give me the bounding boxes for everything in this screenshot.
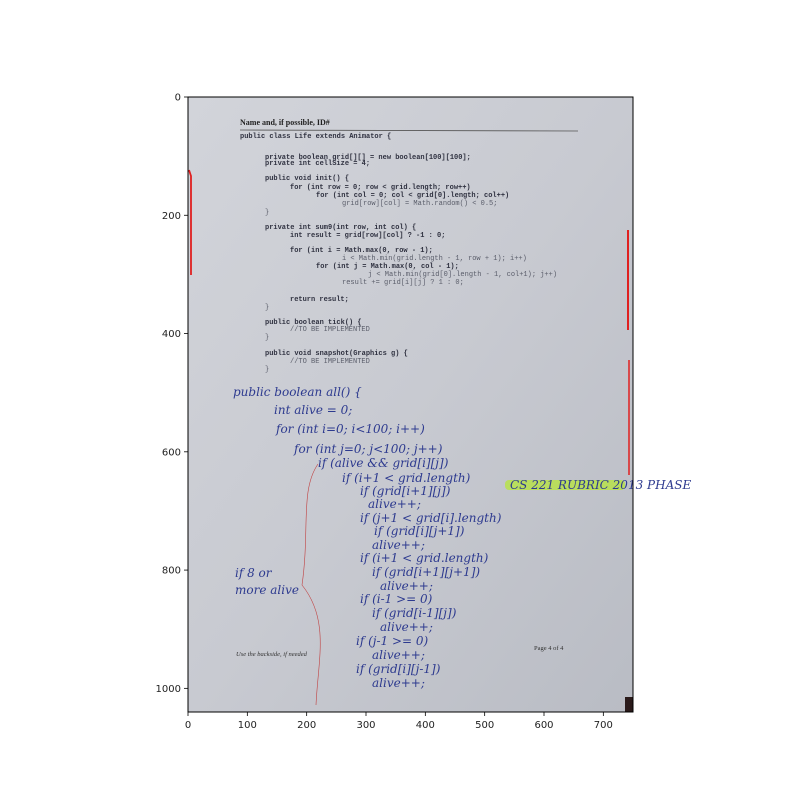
handwritten-line: if (grid[i+1][j+1]) <box>372 565 480 579</box>
code-line: public boolean tick() { <box>265 319 362 327</box>
handwritten-line: for (int j=0; j<100; j++) <box>293 442 443 456</box>
y-tick-label: 1000 <box>156 684 181 695</box>
highlight-mark <box>505 480 625 490</box>
code-line: for (int row = 0; row < grid.length; row… <box>290 184 471 192</box>
x-tick-label: 700 <box>594 720 613 731</box>
handwritten-line: alive++; <box>380 620 433 634</box>
y-tick-label: 600 <box>162 447 181 458</box>
handwritten-line: if (j+1 < grid[i].length) <box>360 511 502 525</box>
code-line: for (int col = 0; col < grid[0].length; … <box>316 192 509 200</box>
margin-note-1: if 8 or <box>235 566 273 580</box>
handwritten-line: if (i+1 < grid.length) <box>342 471 471 485</box>
code-line: int result = grid[row][col] ? -1 : 0; <box>290 232 445 240</box>
code-line: private int sum9(int row, int col) { <box>265 224 416 232</box>
x-tick-label: 0 <box>185 720 191 731</box>
code-line: } <box>265 209 269 217</box>
x-tick-label: 400 <box>416 720 435 731</box>
code-line: i < Math.min(grid.length - 1, row + 1); … <box>342 255 527 263</box>
x-axis: 0 100 200 300 400 500 600 700 <box>185 712 613 731</box>
handwritten-line: if (j-1 >= 0) <box>356 634 429 648</box>
handwritten-line: if (i+1 < grid.length) <box>360 551 489 565</box>
code-line: for (int j = Math.max(0, col - 1); <box>316 263 459 271</box>
handwritten-line: int alive = 0; <box>274 403 352 417</box>
handwritten-line: for (int i=0; i<100; i++) <box>275 422 425 436</box>
handwritten-line: if (grid[i-1][j]) <box>372 606 457 620</box>
axes-frame <box>187 96 634 713</box>
header-rule <box>239 129 579 132</box>
code-line: for (int i = Math.max(0, row - 1); <box>290 247 433 255</box>
footer-left: Use the backside, if needed <box>236 651 308 658</box>
document-photo: Name and, if possible, ID# public class … <box>188 97 691 712</box>
code-line: private int cellSize = 4; <box>265 160 370 168</box>
handwritten-answer: public boolean all() { int alive = 0; for … <box>233 385 502 690</box>
handwritten-line: public boolean all() { <box>233 385 362 399</box>
y-axis: 0 200 400 600 800 1000 <box>156 93 188 695</box>
handwritten-line: if (alive && grid[i][j]) <box>318 456 449 470</box>
handwritten-line: if (grid[i][j-1]) <box>356 662 441 676</box>
code-line: result += grid[i][j] ? 1 : 0; <box>342 279 464 287</box>
y-tick-label: 0 <box>175 93 181 104</box>
dark-corner <box>625 697 633 712</box>
x-tick-label: 500 <box>475 720 494 731</box>
x-tick-label: 300 <box>356 720 375 731</box>
y-tick-label: 200 <box>162 211 181 222</box>
edge-mark-left <box>188 169 192 275</box>
x-tick-label: 600 <box>534 720 553 731</box>
code-line: //TO BE IMPLEMENTED <box>290 358 370 366</box>
annotation-curve <box>301 463 321 706</box>
code-line: grid[row][col] = Math.random() < 0.5; <box>342 200 497 208</box>
y-tick-label: 400 <box>162 329 181 340</box>
code-line: return result; <box>290 296 349 304</box>
code-line: public void snapshot(Graphics g) { <box>265 350 408 358</box>
x-tick-label: 200 <box>297 720 316 731</box>
code-line: //TO BE IMPLEMENTED <box>290 326 370 334</box>
code-line: } <box>265 304 269 312</box>
handwritten-line: if (grid[i+1][j]) <box>360 484 451 498</box>
handwritten-line: alive++; <box>380 579 433 593</box>
code-line: public void init() { <box>265 175 349 183</box>
document-header: Name and, if possible, ID# <box>240 118 330 127</box>
code-line: j < Math.min(grid[0].length - 1, col+1);… <box>368 271 557 279</box>
code-listing: public class Life extends Animator { priv… <box>240 133 557 374</box>
margin-note-2: more alive <box>235 583 299 597</box>
handwritten-line: if (grid[i][j+1]) <box>374 524 465 538</box>
handwritten-line: alive++; <box>368 497 421 511</box>
handwritten-line: if (i-1 >= 0) <box>360 592 433 606</box>
code-line: public class Life extends Animator { <box>240 133 391 141</box>
handwritten-line: alive++; <box>372 676 425 690</box>
highlight-text: CS 221 RUBRIC 2013 PHASE <box>510 478 691 492</box>
code-line: } <box>265 334 269 342</box>
code-line: private boolean grid[][] = new boolean[1… <box>265 154 471 162</box>
handwritten-line: alive++; <box>372 648 425 662</box>
y-tick-label: 800 <box>162 566 181 577</box>
x-tick-label: 100 <box>238 720 257 731</box>
footer-right: Page 4 of 4 <box>534 645 564 652</box>
code-line: } <box>265 366 269 374</box>
handwritten-line: alive++; <box>372 538 425 552</box>
